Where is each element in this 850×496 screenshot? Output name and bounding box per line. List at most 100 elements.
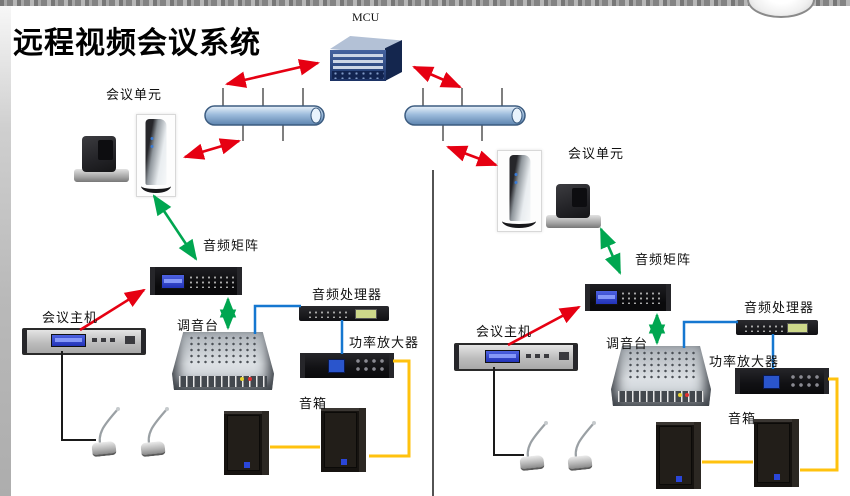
rack-ear <box>573 345 578 369</box>
processor-buttons <box>743 324 783 332</box>
audio-matrix-left <box>150 267 242 295</box>
rack-ear <box>585 284 590 311</box>
host-port <box>125 336 135 344</box>
mic-base <box>140 440 166 458</box>
sphere-decoration <box>747 0 815 18</box>
label-mixer-left: 调音台 <box>177 318 220 333</box>
codec-stand <box>502 214 536 228</box>
speaker-right-2 <box>754 419 799 487</box>
amp-display <box>763 375 780 389</box>
amp-display <box>328 359 345 373</box>
label-conference-unit-left: 会议单元 <box>106 87 163 102</box>
speaker-left-2 <box>321 408 366 472</box>
codec-led <box>514 173 517 176</box>
conference-host-right <box>454 343 578 371</box>
host-button <box>544 354 549 358</box>
mixer-faders <box>618 391 704 403</box>
power-amp-right <box>735 368 829 394</box>
left-edge-shadow <box>0 6 11 496</box>
arrow-mcu-bus-right <box>412 65 462 89</box>
processor-display <box>787 323 808 333</box>
mixer-led <box>240 377 245 381</box>
label-audio-processor-right: 音频处理器 <box>744 300 815 315</box>
camera-lens-icon <box>571 188 588 207</box>
label-power-amp-left: 功率放大器 <box>349 335 420 350</box>
audio-processor-left <box>299 306 389 321</box>
matrix-lcd <box>161 274 185 289</box>
camera-right <box>546 184 601 228</box>
mcu-device-top <box>330 36 402 54</box>
matrix-buttons <box>620 291 664 304</box>
arrow-bus-codec-right <box>446 145 498 167</box>
arrow-bus-left-mcu <box>224 59 321 88</box>
label-speakers-right: 音箱 <box>728 411 757 426</box>
speaker-logo <box>773 474 780 480</box>
mixer-knobs <box>188 335 258 366</box>
camera-lens-icon <box>97 140 114 160</box>
camera-body <box>82 136 117 172</box>
codec-left <box>136 114 176 197</box>
label-mcu: MCU <box>352 10 380 24</box>
matrix-lcd <box>595 290 618 305</box>
label-audio-matrix-left: 音频矩阵 <box>203 238 260 253</box>
label-audio-processor-left: 音频处理器 <box>312 287 383 302</box>
rack-ear <box>454 345 459 369</box>
camera-base <box>74 169 129 182</box>
network-bus-right <box>404 105 526 126</box>
microphone-left-2 <box>140 403 179 458</box>
mic-base <box>519 454 545 472</box>
mixer-left <box>172 332 274 390</box>
host-button <box>92 338 97 342</box>
label-speakers-left: 音箱 <box>299 396 328 411</box>
host-button <box>110 338 115 342</box>
audio-processor-right <box>736 320 818 335</box>
cable-mixer-processor-left <box>253 304 301 334</box>
rack-ear <box>389 353 394 378</box>
rack-ear <box>22 330 27 353</box>
codec-led <box>514 181 517 184</box>
speaker-logo <box>675 476 682 482</box>
speaker-logo <box>340 459 347 465</box>
host-lcd <box>51 334 86 347</box>
microphone-right-2 <box>567 417 606 472</box>
arrow-matrix-codec-left <box>152 194 198 261</box>
audio-matrix-right <box>585 284 671 311</box>
codec-led <box>150 137 154 140</box>
label-power-amp-right: 功率放大器 <box>709 354 780 369</box>
network-bus-left <box>204 105 325 126</box>
speaker-right-1 <box>656 422 701 489</box>
mixer-knobs <box>627 349 695 381</box>
host-button <box>526 354 531 358</box>
mixer-right <box>611 346 711 406</box>
label-conference-unit-right: 会议单元 <box>568 146 625 161</box>
codec-tower <box>145 119 167 185</box>
mcu-slot <box>333 66 383 69</box>
mixer-led <box>247 377 252 381</box>
mcu-device <box>330 50 386 81</box>
bus-ticks <box>222 88 503 141</box>
camera-base <box>546 215 601 228</box>
speaker-logo <box>243 462 250 468</box>
rack-ear <box>735 368 740 394</box>
mixer-led <box>685 393 689 397</box>
rack-ear <box>666 284 671 311</box>
rack-ear <box>237 267 242 295</box>
amp-knobs <box>354 357 386 374</box>
mcu-slot <box>333 60 383 63</box>
mixer-led <box>678 393 682 397</box>
host-port <box>559 352 569 360</box>
camera-left <box>74 136 129 182</box>
label-audio-matrix-right: 音频矩阵 <box>635 252 692 267</box>
rack-ear <box>141 330 146 353</box>
mcu-device-side <box>385 40 402 81</box>
speaker-left-1 <box>224 411 269 475</box>
label-conference-host-right: 会议主机 <box>476 324 533 339</box>
host-lcd <box>485 350 520 363</box>
mixer-faders <box>179 375 267 387</box>
host-button <box>535 354 540 358</box>
codec-stand <box>141 179 171 193</box>
codec-led <box>150 145 154 148</box>
rack-ear <box>824 368 829 394</box>
label-mixer-right: 调音台 <box>606 336 649 351</box>
